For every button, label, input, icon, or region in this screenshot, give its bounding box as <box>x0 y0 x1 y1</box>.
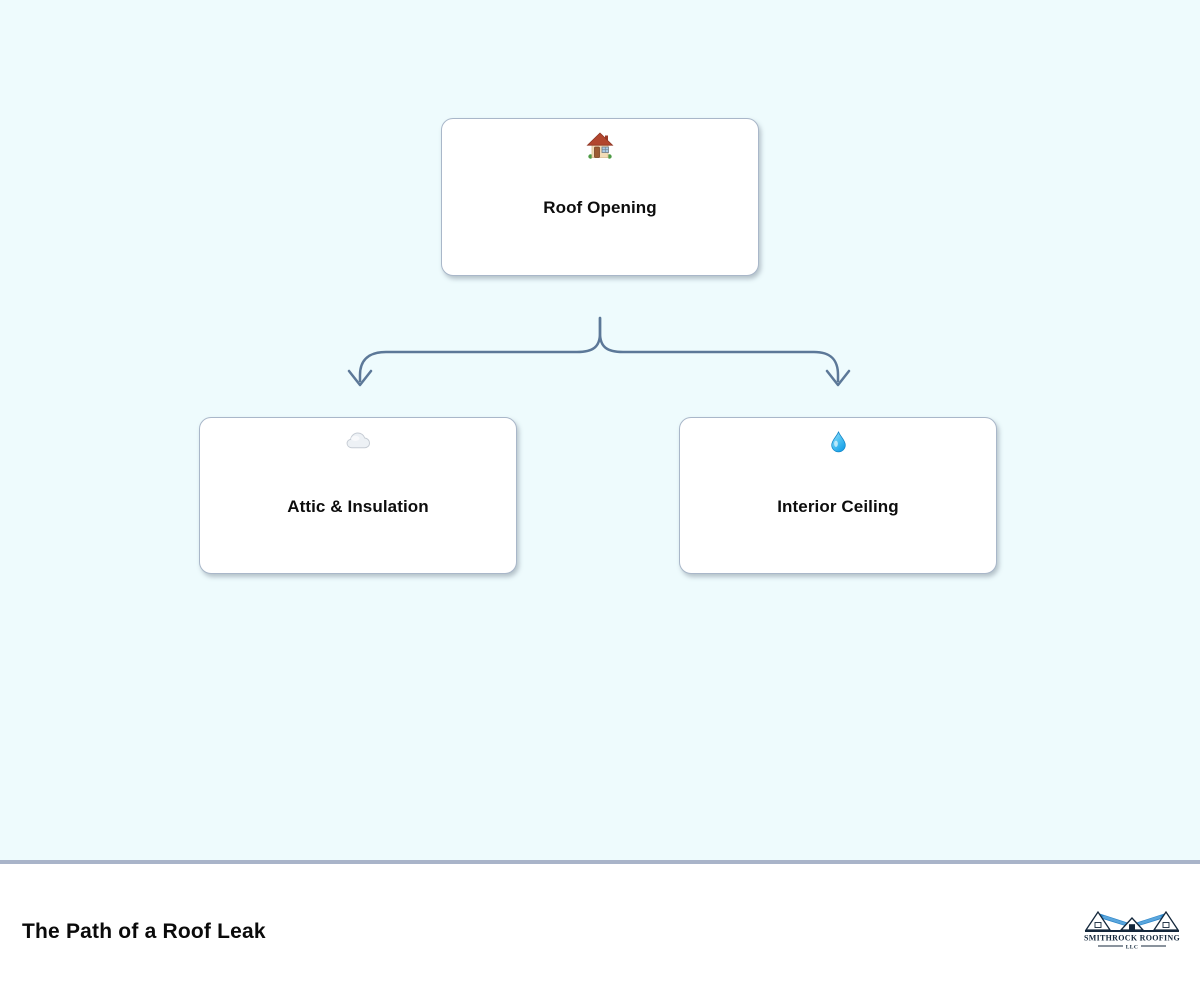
node-label: Interior Ceiling <box>777 497 899 516</box>
company-logo: SMITHROCK ROOFING LLC <box>1084 909 1180 955</box>
connector-right <box>598 316 840 383</box>
page-title: The Path of a Roof Leak <box>22 920 266 943</box>
footer-bar: The Path of a Roof Leak SM <box>0 864 1200 1000</box>
connector-left <box>358 316 602 383</box>
roofing-logo-icon: SMITHROCK ROOFING LLC <box>1084 910 1180 951</box>
diagram-area: Roof Opening Attic & Insulation <box>0 0 1200 864</box>
arrowhead-left <box>347 369 373 387</box>
logo-suffix: LLC <box>1126 945 1139 951</box>
logo-company-name: SMITHROCK ROOFING <box>1084 934 1180 943</box>
droplet-icon <box>680 431 996 461</box>
house-icon <box>442 132 758 162</box>
cloud-icon <box>200 431 516 461</box>
node-label: Roof Opening <box>543 198 657 217</box>
node-roof-opening: Roof Opening <box>441 118 759 276</box>
arrowhead-right <box>825 369 851 387</box>
node-attic-insulation: Attic & Insulation <box>199 417 517 574</box>
node-label: Attic & Insulation <box>287 497 429 516</box>
node-interior-ceiling: Interior Ceiling <box>679 417 997 574</box>
